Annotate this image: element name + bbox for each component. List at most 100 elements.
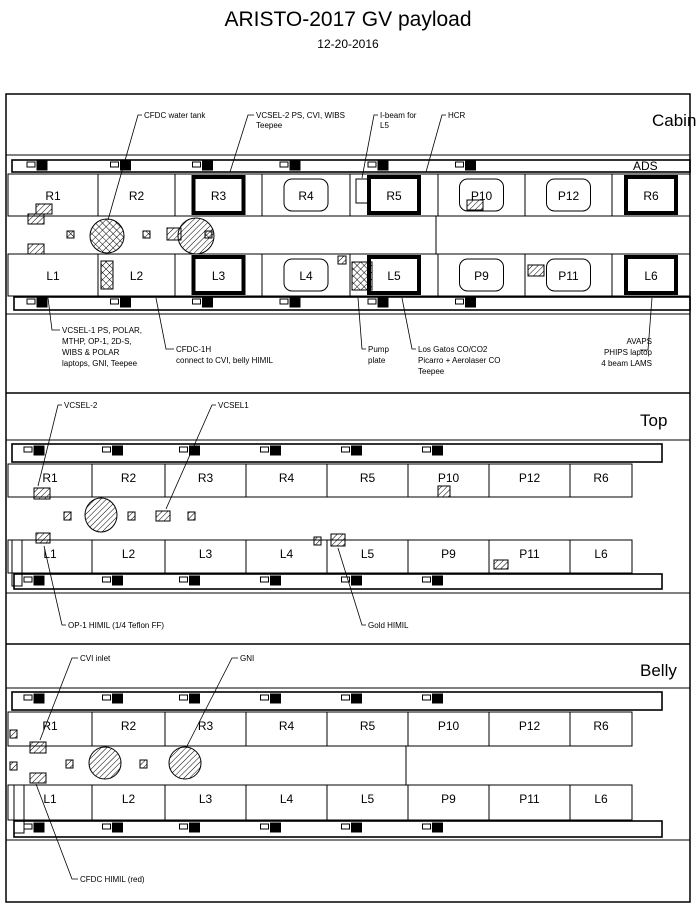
seat-label-r4: R4 — [279, 471, 295, 485]
callout-text: Teepee — [418, 367, 445, 376]
callout-text: plate — [368, 356, 386, 365]
outlet-icon — [367, 298, 377, 305]
instrument — [527, 264, 545, 277]
seat-label-r4: R4 — [298, 189, 314, 203]
seat-label-p9: P9 — [474, 269, 489, 283]
leader-line — [357, 297, 366, 350]
callout-text: Gold HIMIL — [368, 621, 409, 630]
vcsel-2 — [33, 487, 51, 500]
outlet-icon — [179, 576, 188, 583]
upper-cabinet — [11, 691, 663, 711]
seat-label-r1: R1 — [42, 471, 58, 485]
seat-label-r1: R1 — [42, 719, 58, 733]
inlet-small — [65, 759, 74, 769]
seat-label-r3: R3 — [198, 719, 214, 733]
seat-label-r2: R2 — [121, 719, 137, 733]
outlet-icon — [260, 446, 269, 453]
callout-text: Pump — [368, 345, 389, 354]
instrument — [27, 213, 45, 225]
callout-text: VCSEL-2 — [64, 401, 98, 410]
seat-label-p9: P9 — [441, 547, 456, 561]
power-panel-icon — [351, 575, 362, 586]
seat-label-r2: R2 — [129, 189, 145, 203]
leader-line — [401, 297, 416, 350]
gni-inlet — [168, 746, 202, 780]
seat-label-l1: L1 — [43, 547, 57, 561]
seat-icon — [459, 178, 504, 212]
outlet-icon — [279, 161, 289, 168]
inlet-cfdc — [89, 218, 125, 254]
seat-label-l4: L4 — [299, 269, 313, 283]
lower-cabinet — [13, 573, 663, 590]
power-panel-icon — [33, 445, 45, 456]
panel-title: Cabin — [652, 111, 696, 130]
leader-line — [640, 297, 653, 351]
power-panel-icon — [289, 160, 301, 171]
callout-text: GNI — [240, 654, 254, 663]
outlet-icon — [455, 298, 464, 305]
op-1-himil — [35, 532, 51, 544]
seat-label-l1: L1 — [43, 792, 57, 806]
i-beam — [355, 178, 369, 204]
inlet — [88, 746, 122, 780]
outlet-icon — [23, 576, 33, 583]
power-panel-icon — [202, 160, 213, 171]
callout-text: AVAPS — [627, 337, 653, 346]
outlet-icon — [23, 694, 33, 701]
outlet-icon — [260, 694, 269, 701]
door — [11, 539, 23, 587]
callout-text: WIBS & POLAR — [62, 348, 120, 357]
power-panel-icon — [432, 445, 443, 456]
instrument — [437, 485, 451, 498]
diagram-date: 12-20-2016 — [317, 37, 379, 51]
seat-label-r6: R6 — [593, 471, 609, 485]
inlet-small — [187, 511, 196, 521]
upper-cabinet — [11, 443, 663, 463]
diagram-title: ARISTO-2017 GV payload — [224, 8, 472, 31]
seat-label-r3: R3 — [211, 189, 227, 203]
seat-bay-right — [569, 463, 633, 498]
outlet-icon — [367, 161, 377, 168]
rack-icon — [624, 175, 678, 215]
inlet-small — [313, 536, 322, 546]
outlet-icon — [110, 298, 119, 305]
seat-icon — [283, 178, 329, 212]
seat-label-l6: L6 — [644, 269, 658, 283]
power-panel-icon — [112, 822, 123, 833]
instrument — [166, 227, 182, 241]
outlet-icon — [102, 823, 111, 830]
callout-text: VCSEL1 — [218, 401, 249, 410]
seat-icon — [283, 258, 329, 292]
power-panel-icon — [432, 822, 443, 833]
callout-text: laptops, GNI, Teepee — [62, 359, 138, 368]
panel-title: Belly — [640, 661, 677, 680]
outlet-icon — [422, 446, 431, 453]
outlet-icon — [102, 446, 111, 453]
ads-label: ADS — [633, 159, 658, 173]
vcsel1 — [155, 510, 171, 522]
callout-text: connect to CVI, belly HIMIL — [176, 356, 273, 365]
seat-bay-left — [569, 784, 633, 821]
instrument — [493, 559, 509, 570]
seat-bay-left — [569, 539, 633, 574]
seat-label-l3: L3 — [199, 792, 213, 806]
instrument — [337, 255, 347, 265]
seat-label-p11: P11 — [519, 792, 540, 806]
outlet-icon — [341, 576, 350, 583]
outer-frame — [5, 93, 691, 903]
inlet — [84, 497, 118, 533]
seat-label-l6: L6 — [594, 547, 608, 561]
callout-text: VCSEL-1 PS, POLAR, — [62, 326, 142, 335]
power-panel-icon — [270, 822, 281, 833]
seat-icon — [546, 178, 591, 212]
seat-label-p11: P11 — [558, 269, 579, 283]
leader-line — [47, 297, 60, 331]
outlet-icon — [23, 823, 33, 830]
outlet-icon — [341, 694, 350, 701]
upper-cabinet — [11, 159, 691, 173]
outlet-icon — [341, 446, 350, 453]
inlet-small — [139, 759, 148, 769]
inlet-small — [127, 511, 136, 521]
outlet-icon — [260, 823, 269, 830]
